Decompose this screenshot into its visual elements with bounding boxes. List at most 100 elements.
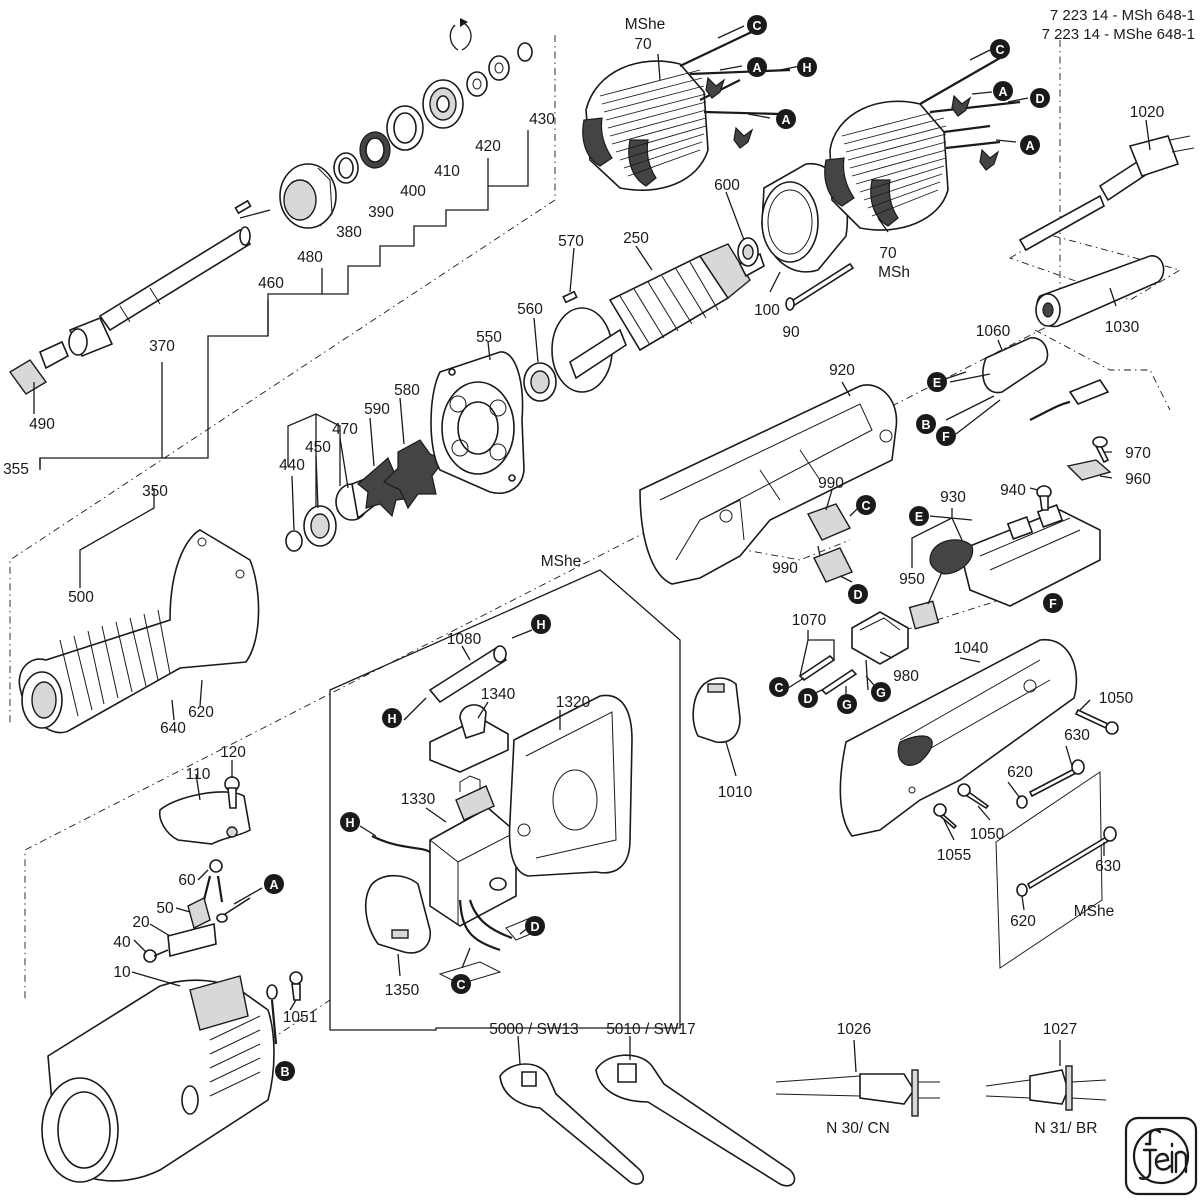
part-label: 250	[623, 230, 649, 247]
svg-text:H: H	[536, 618, 545, 632]
svg-text:C: C	[995, 43, 1004, 57]
svg-text:C: C	[752, 19, 761, 33]
plug-1027	[985, 1065, 1107, 1111]
part-label: 110	[186, 766, 211, 783]
part-labels: MShe 70 70 MSh 600 250 570 100 90 560 55…	[3, 16, 1165, 1137]
handle-cover-1040	[839, 639, 1078, 837]
part-label: 450	[305, 439, 331, 456]
knob-1340	[429, 704, 509, 773]
part-label: 970	[1125, 445, 1151, 462]
marker-H: H	[797, 57, 817, 77]
part-label: 430	[529, 111, 555, 128]
part-label: 950	[899, 571, 925, 588]
part-label: 630	[1095, 858, 1121, 875]
marker-E: E	[909, 506, 929, 526]
interference-filter-950	[908, 600, 940, 630]
part-label: 620	[1010, 913, 1036, 930]
svg-text:D: D	[853, 588, 862, 602]
marker-C: C	[769, 677, 789, 697]
part-label: 550	[476, 329, 502, 346]
part-label: 90	[782, 324, 800, 341]
part-label: 920	[829, 362, 855, 379]
screw-970	[1092, 436, 1110, 464]
marker-C: C	[856, 495, 876, 515]
clamp-960	[1066, 459, 1112, 481]
switch-930	[929, 504, 1101, 607]
svg-text:D: D	[803, 692, 812, 706]
part-label: 1055	[937, 847, 971, 864]
spacer-400	[386, 105, 424, 151]
marker-B: B	[916, 414, 936, 434]
part-label: 370	[149, 338, 175, 355]
marker-F: F	[1043, 593, 1063, 613]
screw-90	[785, 262, 855, 311]
shims-420	[466, 55, 510, 97]
marker-B: B	[275, 1061, 295, 1081]
part-label: 480	[297, 249, 323, 266]
part-label: 640	[160, 720, 186, 737]
svg-text:F: F	[942, 430, 950, 444]
part-label: 1080	[447, 631, 482, 648]
brush-cover-110	[158, 791, 251, 845]
part-label: 1330	[401, 791, 436, 808]
svg-text:H: H	[802, 61, 811, 75]
part-label: 350	[142, 483, 168, 500]
armature-250	[551, 243, 765, 393]
part-label: 630	[1064, 727, 1090, 744]
part-label: 470	[332, 421, 358, 438]
housing-1320	[508, 694, 633, 877]
part-label: 1050	[1099, 690, 1134, 707]
cover-1350	[364, 874, 431, 954]
part-label: 355	[3, 461, 29, 478]
part-label: 990	[772, 560, 798, 577]
wrench-sw13	[499, 1063, 645, 1185]
gear-housing-500	[18, 529, 260, 734]
marker-D: D	[848, 584, 868, 604]
part-label: 580	[394, 382, 420, 399]
cable-sleeve-1030	[1035, 255, 1165, 328]
part-label: 10	[113, 964, 131, 981]
washer-620b	[1016, 883, 1028, 897]
marker-D: D	[1030, 88, 1050, 108]
part-label: 460	[258, 275, 284, 292]
screw-940	[1036, 485, 1052, 511]
part-label: 1010	[718, 784, 753, 801]
marker-A: A	[993, 81, 1013, 101]
svg-text:C: C	[861, 499, 870, 513]
coupling-580	[382, 439, 445, 510]
group-label: MShe	[1074, 903, 1115, 920]
part-label: 990	[818, 475, 844, 492]
sleeve-part	[68, 316, 114, 358]
marker-D: D	[525, 916, 545, 936]
key-460	[234, 199, 252, 215]
part-label: 40	[113, 934, 131, 951]
part-label: 500	[68, 589, 94, 606]
marker-F: F	[936, 426, 956, 446]
suppressor-wire	[1029, 379, 1110, 421]
part-label: 390	[368, 204, 394, 221]
spindle-370	[98, 226, 252, 332]
svg-text:G: G	[842, 698, 852, 712]
part-label: 590	[364, 401, 390, 418]
part-label: 1030	[1105, 319, 1140, 336]
part-label: 400	[400, 183, 426, 200]
bearing-600	[737, 237, 759, 267]
part-label: 1320	[556, 694, 591, 711]
svg-text:C: C	[774, 681, 783, 695]
key-570	[562, 290, 578, 304]
rotation-arrow-icon	[449, 18, 472, 51]
group-label: MShe	[625, 16, 666, 33]
marker-C: C	[451, 974, 471, 994]
wrench-sw17	[595, 1054, 796, 1187]
part-label: 1027	[1043, 1021, 1077, 1038]
part-label: 100	[754, 302, 780, 319]
field-coil-msh-70	[824, 57, 1021, 231]
svg-text:B: B	[921, 418, 930, 432]
screw-1050	[1074, 708, 1119, 735]
part-label: 1070	[792, 612, 827, 629]
screw-1050b	[957, 783, 990, 810]
connection-markers: C A H A C A D A E B F C E D F C D G G H …	[264, 15, 1063, 1081]
screw-1051	[289, 971, 303, 1001]
svg-text:A: A	[269, 878, 278, 892]
marker-A: A	[1020, 135, 1040, 155]
